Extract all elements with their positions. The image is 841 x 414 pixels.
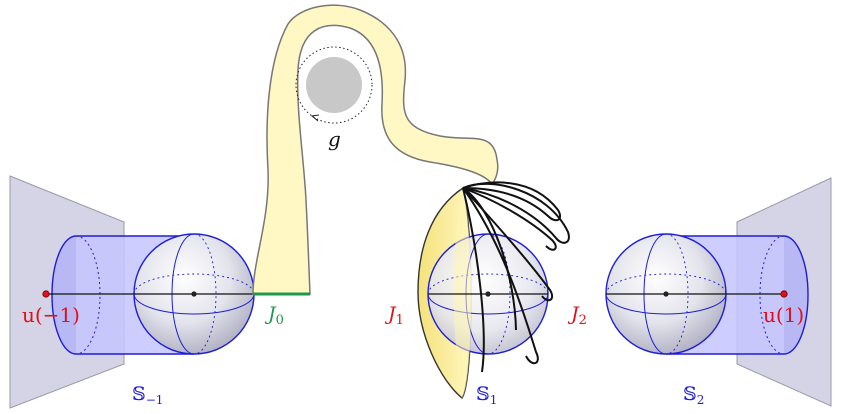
label-u-minus-one: u(−1) — [22, 303, 80, 327]
left-cylinder-cap — [51, 235, 77, 355]
label-S-2: 𝕊2 — [683, 383, 704, 407]
label-J0: J0 — [264, 303, 284, 328]
right-cylinder-cap — [783, 235, 809, 355]
loop-curves — [462, 181, 570, 373]
obstacle-g — [306, 57, 362, 113]
left-sphere-group — [9, 175, 255, 409]
label-g: g — [328, 127, 341, 151]
obstacle-g-boundary — [295, 46, 373, 124]
label-J2: J2 — [567, 303, 587, 328]
u-minus-one-point — [42, 290, 50, 298]
label-J1: J1 — [384, 303, 404, 328]
tube-group — [252, 4, 499, 296]
label-S-1: 𝕊1 — [476, 383, 497, 407]
label-u-one: u(1) — [763, 303, 804, 327]
right-sphere-group — [605, 177, 832, 407]
label-S-minus-1: 𝕊−1 — [132, 383, 163, 407]
middle-sphere-group — [417, 181, 570, 400]
u-one-point — [780, 290, 788, 298]
left-sphere-center — [191, 291, 197, 297]
right-sphere-center — [663, 291, 669, 297]
middle-sphere-center — [485, 291, 491, 297]
yellow-tube — [252, 4, 499, 295]
